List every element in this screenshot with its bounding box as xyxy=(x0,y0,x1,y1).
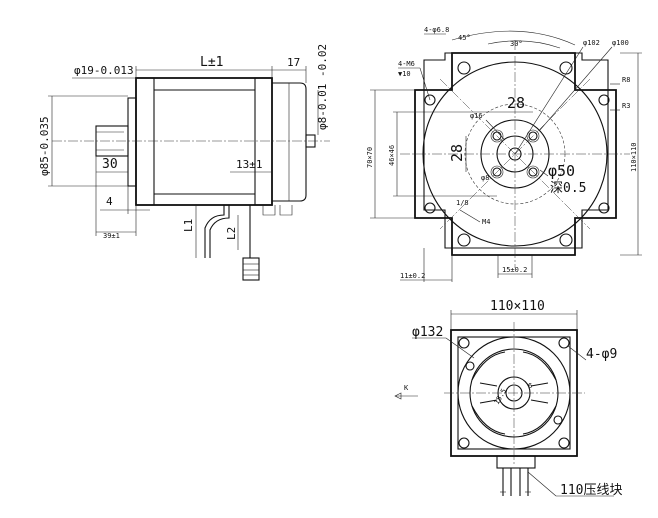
corner-hole xyxy=(457,61,471,75)
dim-tapped-depth: ▼10 xyxy=(398,70,411,78)
dim-body-length: L±1 xyxy=(200,55,223,70)
dim-rear-length: 17 xyxy=(287,56,300,69)
dim-hole-spacing-h: 28 xyxy=(507,94,525,112)
dim-m4: M4 xyxy=(482,218,490,226)
rear-cable-block xyxy=(496,455,536,469)
corner-hole xyxy=(559,61,573,75)
dim-shaft-extension: 39±1 xyxy=(103,232,120,240)
rear-corner-hole xyxy=(458,437,470,449)
dim-bore-diameter: φ50 xyxy=(548,162,575,180)
dim-hole-spacing-v: 28 xyxy=(448,144,466,162)
corner-hole xyxy=(559,233,573,247)
lead-cable xyxy=(204,205,225,258)
dim-square-46: 46×46 xyxy=(388,145,396,166)
rear-corner-hole xyxy=(458,337,470,349)
dim-square-110-front: 110×110 xyxy=(630,142,638,172)
dim-tapped: 4-M6 xyxy=(398,60,415,68)
dim-bolt-holes: 4-φ6.8 xyxy=(424,26,449,34)
view-arrow-k: K xyxy=(404,384,409,392)
dim-foot-width: 15±0.2 xyxy=(502,266,527,274)
dim-angle-45: 45° xyxy=(458,34,471,42)
rear-corner-hole xyxy=(558,437,570,449)
tapped-hole xyxy=(528,167,538,177)
dim-lead-l2: L2 xyxy=(225,227,238,240)
dim-pcd-102: φ102 xyxy=(583,39,600,47)
dim-shaft-diameter: φ19-0.013 xyxy=(74,64,134,77)
motor-rear-cap xyxy=(254,77,273,206)
motor-front-flange xyxy=(135,77,155,206)
dim-small-label: 1/8 xyxy=(456,199,469,207)
dim-rear-holes: 4-φ9 xyxy=(586,347,617,362)
dim-hub-16: φ16 xyxy=(470,112,483,120)
dim-pcd-100: φ100 xyxy=(612,39,629,47)
dim-rear-hub-2: 6 xyxy=(528,382,532,390)
front-pilot xyxy=(127,97,137,187)
dim-lead-l1: L1 xyxy=(182,219,195,232)
dim-step-length: 13±1 xyxy=(236,158,263,171)
motor-body xyxy=(135,77,273,206)
dim-foot-thickness: 11±0.2 xyxy=(400,272,425,280)
rear-corner-hole xyxy=(558,337,570,349)
dim-hub-8: φ8 xyxy=(481,174,489,182)
dim-angle-30: 30° xyxy=(510,40,523,48)
dim-key-length: 30 xyxy=(102,157,118,172)
tapped-hole xyxy=(528,131,538,141)
callout-cable-clamp: 110压线块 xyxy=(560,483,622,498)
connector xyxy=(242,257,260,281)
front-view: 4-φ6.8 45° 30° 4-M6 ▼10 φ102 φ100 R8 R3 … xyxy=(366,26,642,282)
tapped-hole xyxy=(492,167,502,177)
dim-rear-diameter: φ132 xyxy=(412,325,443,340)
corner-hole xyxy=(457,233,471,247)
dim-square-70: 70×70 xyxy=(366,147,374,168)
dim-rear-hub: 15.5 xyxy=(493,387,508,406)
dim-bore-depth: 深0.5 xyxy=(550,181,586,196)
dim-flange-diameter: φ85-0.035 xyxy=(38,116,51,176)
dim-rear-shaft-diameter: φ8-0.01 -0.02 xyxy=(316,44,329,130)
dim-flange-thickness: 4 xyxy=(106,195,113,208)
dim-square-110-rear: 110×110 xyxy=(490,299,545,314)
dim-radius-r8: R8 xyxy=(622,76,630,84)
dim-radius-r3: R3 xyxy=(622,102,630,110)
side-view: L±1 17 φ19-0.013 φ85-0.035 φ8-0.01 -0.02… xyxy=(38,44,330,281)
rear-view: 110×110 φ132 4-φ9 15.5 6 K 110压线块 xyxy=(394,299,622,498)
